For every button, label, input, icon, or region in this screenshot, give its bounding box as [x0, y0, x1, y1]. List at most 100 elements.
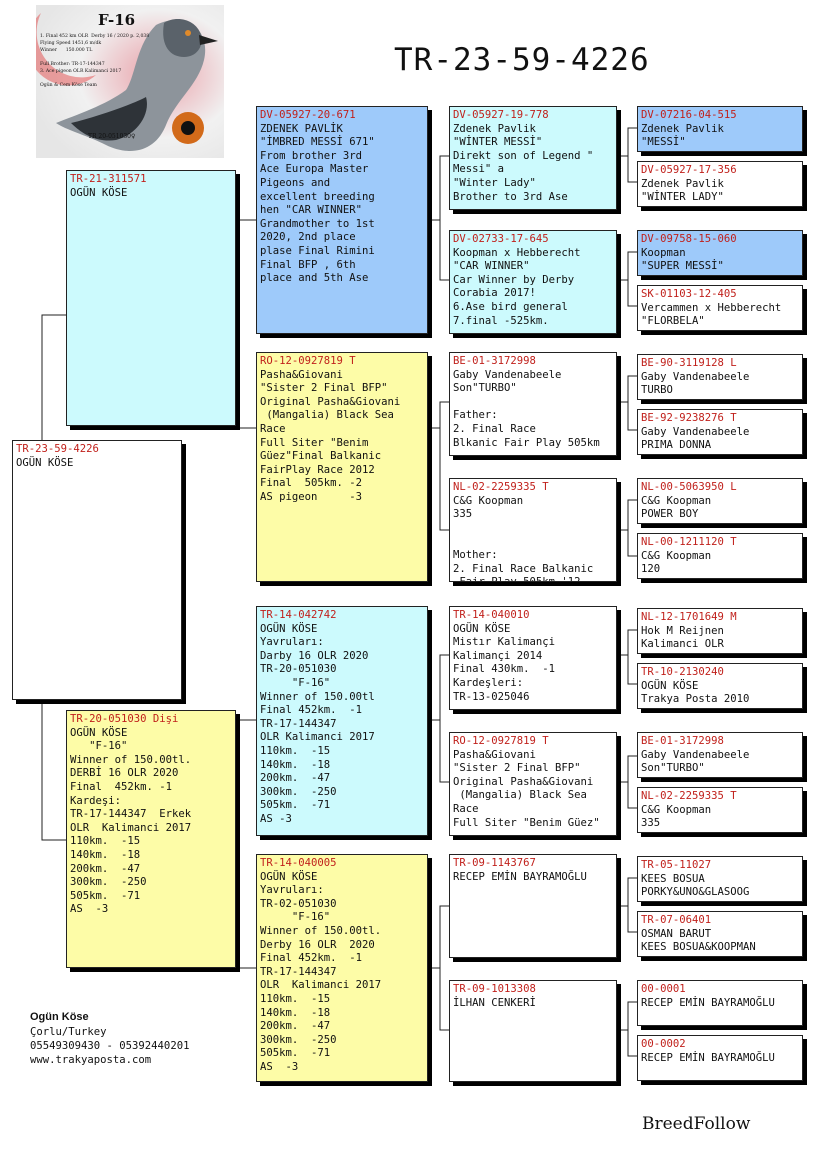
pedigree-box-subject[interactable]: TR-23-59-4226 OGÜN KÖSE: [12, 440, 182, 700]
photo-caption: 1. Final 452 km OLR Derby 16 / 2020 p. 2…: [40, 34, 150, 88]
pedigree-box-g10[interactable]: TR-10-2130240 OGÜN KÖSE Trakya Posta 201…: [637, 663, 803, 709]
box-text: OGÜN KÖSE "F-16" Winner of 150.00tl. DER…: [70, 726, 192, 916]
pedigree-box-ssd[interactable]: DV-02733-17-645 Koopman x Hebberecht "CA…: [449, 230, 617, 334]
pedigree-box-sss[interactable]: DV-05927-19-778 Zdenek Pavlik "WİNTER ME…: [449, 106, 617, 210]
brand-logo: BreedFollow: [642, 1114, 751, 1134]
pedigree-box-g11[interactable]: BE-01-3172998 Gaby Vandenabeele Son"TURB…: [637, 732, 803, 778]
ring-number: TR-09-1013308: [453, 983, 536, 995]
pedigree-box-g2[interactable]: DV-05927-17-356 Zdenek Pavlik "WİNTER LA…: [637, 161, 803, 207]
pedigree-box-sire[interactable]: TR-21-311571 OGÜN KÖSE: [66, 170, 236, 426]
pedigree-box-ddd[interactable]: TR-09-1013308 İLHAN CENKERİ: [449, 980, 617, 1082]
pedigree-box-g6[interactable]: BE-92-9238276 T Gaby Vandenabeele PRIMA …: [637, 409, 803, 455]
ring-number: DV-05927-19-778: [453, 109, 549, 121]
photo-ring-label: TR 20-051030♀: [88, 133, 136, 140]
ring-number: TR-21-311571: [70, 173, 147, 185]
box-text: C&G Koopman 335 Mother: 2. Final Race Ba…: [453, 494, 594, 581]
page-title: TR-23-59-4226: [394, 42, 650, 78]
pigeon-photo-card: F-16 1. Final 452 km OLR Derby 16 / 2020…: [36, 5, 224, 158]
pedigree-box-g14[interactable]: TR-07-06401 OSMAN BARUT KEES BOSUA&KOOPM…: [637, 911, 803, 957]
ring-number: TR-14-040005: [260, 857, 337, 869]
ring-number: RO-12-0927819 T: [260, 355, 356, 367]
box-text: Gaby Vandenabeele Son"TURBO" Father: 2. …: [453, 368, 600, 449]
box-text: RECEP EMİN BAYRAMOĞLU: [641, 996, 775, 1009]
box-text: RECEP EMİN BAYRAMOĞLU: [453, 870, 587, 883]
pedigree-box-dsd[interactable]: RO-12-0927819 T Pasha&Giovani "Sister 2 …: [449, 732, 617, 836]
ring-number: DV-09758-15-060: [641, 233, 737, 245]
ring-number: NL-00-5063950 L: [641, 481, 737, 493]
box-text: Gaby Vandenabeele PRIMA DONNA: [641, 425, 750, 452]
box-text: OSMAN BARUT KEES BOSUA&KOOPMAN: [641, 927, 756, 954]
pedigree-box-g16[interactable]: 00-0002 RECEP EMİN BAYRAMOĞLU: [637, 1035, 803, 1081]
ring-number: 00-0001: [641, 983, 686, 995]
ring-number: TR-14-042742: [260, 609, 337, 621]
breeder-website[interactable]: www.trakyaposta.com: [30, 1054, 152, 1066]
ring-number: BE-01-3172998: [641, 735, 724, 747]
ring-number: NL-02-2259335 T: [453, 481, 549, 493]
ring-number: NL-02-2259335 T: [641, 790, 737, 802]
ring-number: BE-01-3172998: [453, 355, 536, 367]
ring-number: TR-09-1143767: [453, 857, 536, 869]
pigeon-photo-illustration: [36, 5, 224, 158]
box-text: OGÜN KÖSE: [70, 186, 128, 199]
ring-number: RO-12-0927819 T: [453, 735, 549, 747]
box-text: OGÜN KÖSE: [16, 456, 74, 469]
ring-number: DV-05927-20-671: [260, 109, 356, 121]
ring-number: DV-02733-17-645: [453, 233, 549, 245]
box-text: Hok M Reijnen Kalimanci OLR: [641, 624, 724, 651]
box-text: Zdenek Pavlik "WİNTER MESSİ" Direkt son …: [453, 122, 594, 203]
photo-title: F-16: [98, 11, 136, 29]
box-text: Zdenek Pavlik "MESSİ": [641, 122, 724, 149]
ring-number: DV-05927-17-356: [641, 164, 737, 176]
box-text: ZDENEK PAVLİK "İMBRED MESSİ 671" From br…: [260, 122, 375, 285]
box-text: Pasha&Giovani "Sister 2 Final BFP" Origi…: [453, 748, 600, 829]
ring-number: DV-07216-04-515: [641, 109, 737, 121]
box-text: RECEP EMİN BAYRAMOĞLU: [641, 1051, 775, 1064]
breeder-phones: 05549309430 - 05392440201: [30, 1040, 190, 1052]
pedigree-box-sire-sire[interactable]: DV-05927-20-671 ZDENEK PAVLİK "İMBRED ME…: [256, 106, 428, 334]
ring-number: BE-92-9238276 T: [641, 412, 737, 424]
ring-number: TR-07-06401: [641, 914, 712, 926]
pedigree-box-dam[interactable]: TR-20-051030 Dişi OGÜN KÖSE "F-16" Winne…: [66, 710, 236, 968]
pedigree-box-sire-dam[interactable]: RO-12-0927819 T Pasha&Giovani "Sister 2 …: [256, 352, 428, 582]
ring-number: TR-23-59-4226: [16, 443, 99, 455]
pedigree-box-g12[interactable]: NL-02-2259335 T C&G Koopman 335: [637, 787, 803, 833]
pedigree-box-g3[interactable]: DV-09758-15-060 Koopman "SUPER MESSİ": [637, 230, 803, 276]
box-text: C&G Koopman 120: [641, 549, 712, 576]
box-text: OGÜN KÖSE Yavruları: Darby 16 OLR 2020 T…: [260, 622, 375, 825]
pedigree-box-dam-dam[interactable]: TR-14-040005 OGÜN KÖSE Yavruları: TR-02-…: [256, 854, 428, 1082]
box-text: Koopman "SUPER MESSİ": [641, 246, 724, 273]
ring-number: BE-90-3119128 L: [641, 357, 737, 369]
pedigree-box-dds[interactable]: TR-09-1143767 RECEP EMİN BAYRAMOĞLU: [449, 854, 617, 958]
pedigree-box-sdd[interactable]: NL-02-2259335 T C&G Koopman 335 Mother: …: [449, 478, 617, 582]
pedigree-box-g7[interactable]: NL-00-5063950 L C&G Koopman POWER BOY: [637, 478, 803, 524]
box-text: Gaby Vandenabeele Son"TURBO": [641, 748, 750, 775]
pedigree-box-g8[interactable]: NL-00-1211120 T C&G Koopman 120: [637, 533, 803, 579]
box-text: Pasha&Giovani "Sister 2 Final BFP" Origi…: [260, 368, 401, 503]
box-text: C&G Koopman 335: [641, 803, 712, 830]
pedigree-box-g15[interactable]: 00-0001 RECEP EMİN BAYRAMOĞLU: [637, 980, 803, 1026]
breeder-contact: Çorlu/Turkey 05549309430 - 05392440201 w…: [30, 1025, 189, 1067]
pedigree-box-sds[interactable]: BE-01-3172998 Gaby Vandenabeele Son"TURB…: [449, 352, 617, 456]
pedigree-box-dam-sire[interactable]: TR-14-042742 OGÜN KÖSE Yavruları: Darby …: [256, 606, 428, 836]
ring-number: NL-12-1701649 M: [641, 611, 737, 623]
box-text: Koopman x Hebberecht "CAR WINNER" Car Wi…: [453, 246, 581, 327]
pedigree-box-g9[interactable]: NL-12-1701649 M Hok M Reijnen Kalimanci …: [637, 608, 803, 654]
box-text: OGÜN KÖSE Mistır Kalimançi Kalimançi 201…: [453, 622, 556, 703]
pedigree-box-g1[interactable]: DV-07216-04-515 Zdenek Pavlik "MESSİ": [637, 106, 803, 152]
box-text: KEES BOSUA PORKY&UNO&GLASOOG: [641, 872, 750, 899]
pedigree-box-dss[interactable]: TR-14-040010 OGÜN KÖSE Mistır Kalimançi …: [449, 606, 617, 710]
box-text: OGÜN KÖSE Trakya Posta 2010: [641, 679, 750, 706]
pedigree-box-g13[interactable]: TR-05-11027 KEES BOSUA PORKY&UNO&GLASOOG: [637, 856, 803, 902]
ring-number: TR-20-051030 Dişi: [70, 713, 179, 725]
box-text: İLHAN CENKERİ: [453, 996, 536, 1009]
ring-number: TR-05-11027: [641, 859, 712, 871]
ring-number: TR-10-2130240: [641, 666, 724, 678]
pedigree-box-g4[interactable]: SK-01103-12-405 Vercammen x Hebberecht "…: [637, 285, 803, 331]
box-text: Vercammen x Hebberecht "FLORBELA": [641, 301, 782, 328]
box-text: Gaby Vandenabeele TURBO: [641, 370, 750, 397]
breeder-name: Ogün Köse: [30, 1011, 89, 1023]
pedigree-box-g5[interactable]: BE-90-3119128 L Gaby Vandenabeele TURBO: [637, 354, 803, 400]
ring-number: 00-0002: [641, 1038, 686, 1050]
ring-number: SK-01103-12-405: [641, 288, 737, 300]
box-text: Zdenek Pavlik "WİNTER LADY": [641, 177, 724, 204]
